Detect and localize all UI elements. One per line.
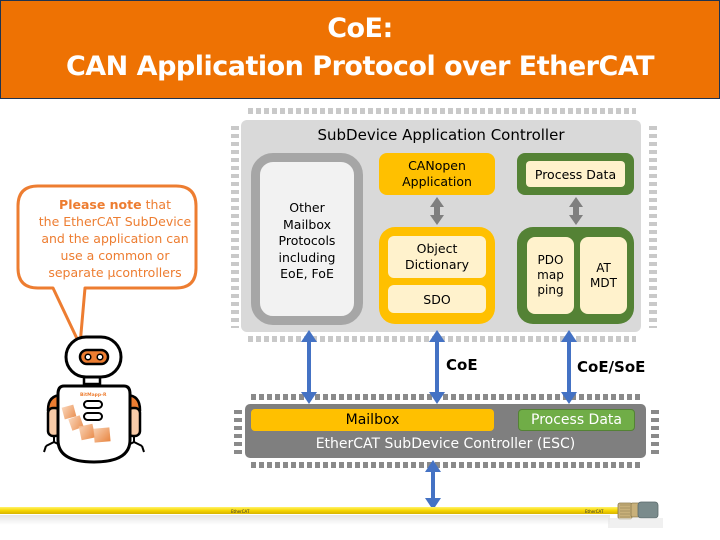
od-line-1: Object (416, 241, 458, 256)
other-line-5: EoE, FoE (280, 266, 334, 281)
canopen-line-2: Application (402, 174, 472, 189)
at-line-2: MDT (590, 275, 617, 290)
note-line-3: and the application can (41, 231, 189, 246)
note-text: Please note that the EtherCAT SubDevice … (30, 196, 200, 281)
esc-pins-right (651, 410, 659, 454)
other-line-4: including (278, 249, 336, 265)
other-line-2: Mailbox (283, 216, 331, 232)
process-data-box: Process Data (526, 161, 625, 187)
title-line-1: CoE: (327, 13, 393, 44)
pdo-line-1: PDO (537, 253, 564, 267)
chip-pins-bottom (248, 336, 636, 342)
at-mdt-box: AT MDT (580, 237, 627, 314)
esc-process-data: Process Data (518, 409, 635, 431)
od-line-2: Dictionary (404, 257, 470, 272)
note-line-4: use a common or (60, 248, 170, 263)
title-banner: CoE: CAN Application Protocol over Ether… (0, 0, 720, 99)
ethercat-cable: EtherCAT EtherCAT (0, 501, 663, 528)
object-dictionary-box: Object Dictionary (388, 236, 486, 278)
esc-pins-bottom (251, 462, 641, 468)
pdo-mapping-box: PDO map ping (527, 237, 574, 314)
sdo-box: SDO (388, 285, 486, 313)
other-mailbox-protocols-label: Other Mailbox Protocols including EoE, F… (251, 200, 363, 283)
robot-chest-label: BitMapp-R (80, 392, 107, 398)
note-rest: that (141, 197, 171, 212)
title-line-2: CAN Application Protocol over EtherCAT (65, 51, 655, 82)
robot-illustration: BitMapp-R (43, 335, 145, 464)
other-line-1: Other (289, 200, 325, 215)
note-line-1: Please note that (30, 196, 200, 213)
note-line-2: the EtherCAT SubDevice (38, 214, 192, 229)
chip-pins-right (649, 126, 657, 328)
pdo-line-3: ping (537, 283, 564, 297)
chip-pins-top (248, 108, 636, 114)
pdo-line-2: map (537, 268, 564, 282)
note-bold: Please note (59, 197, 142, 212)
esc-pins-top (251, 394, 641, 400)
cable-logo-1: EtherCAT (231, 509, 250, 514)
esc-label: EtherCAT SubDevice Controller (ESC) (315, 436, 576, 452)
esc-pins-left (234, 410, 242, 454)
other-mailbox-protocols-box (251, 153, 363, 325)
cable-logo-2: EtherCAT (585, 509, 604, 514)
at-line-1: AT (596, 260, 611, 275)
controller-title: SubDevice Application Controller (317, 126, 565, 144)
esc-mailbox: Mailbox (251, 409, 494, 431)
note-line-5: separate µcontrollers (48, 265, 182, 280)
other-line-3: Protocols (278, 233, 336, 248)
canopen-line-1: CANopen (408, 158, 466, 173)
canopen-application-box: CANopen Application (379, 153, 495, 195)
coe-label: CoE (446, 356, 478, 374)
coe-soe-label: CoE/SoE (577, 358, 646, 376)
chip-pins-left (231, 126, 239, 328)
